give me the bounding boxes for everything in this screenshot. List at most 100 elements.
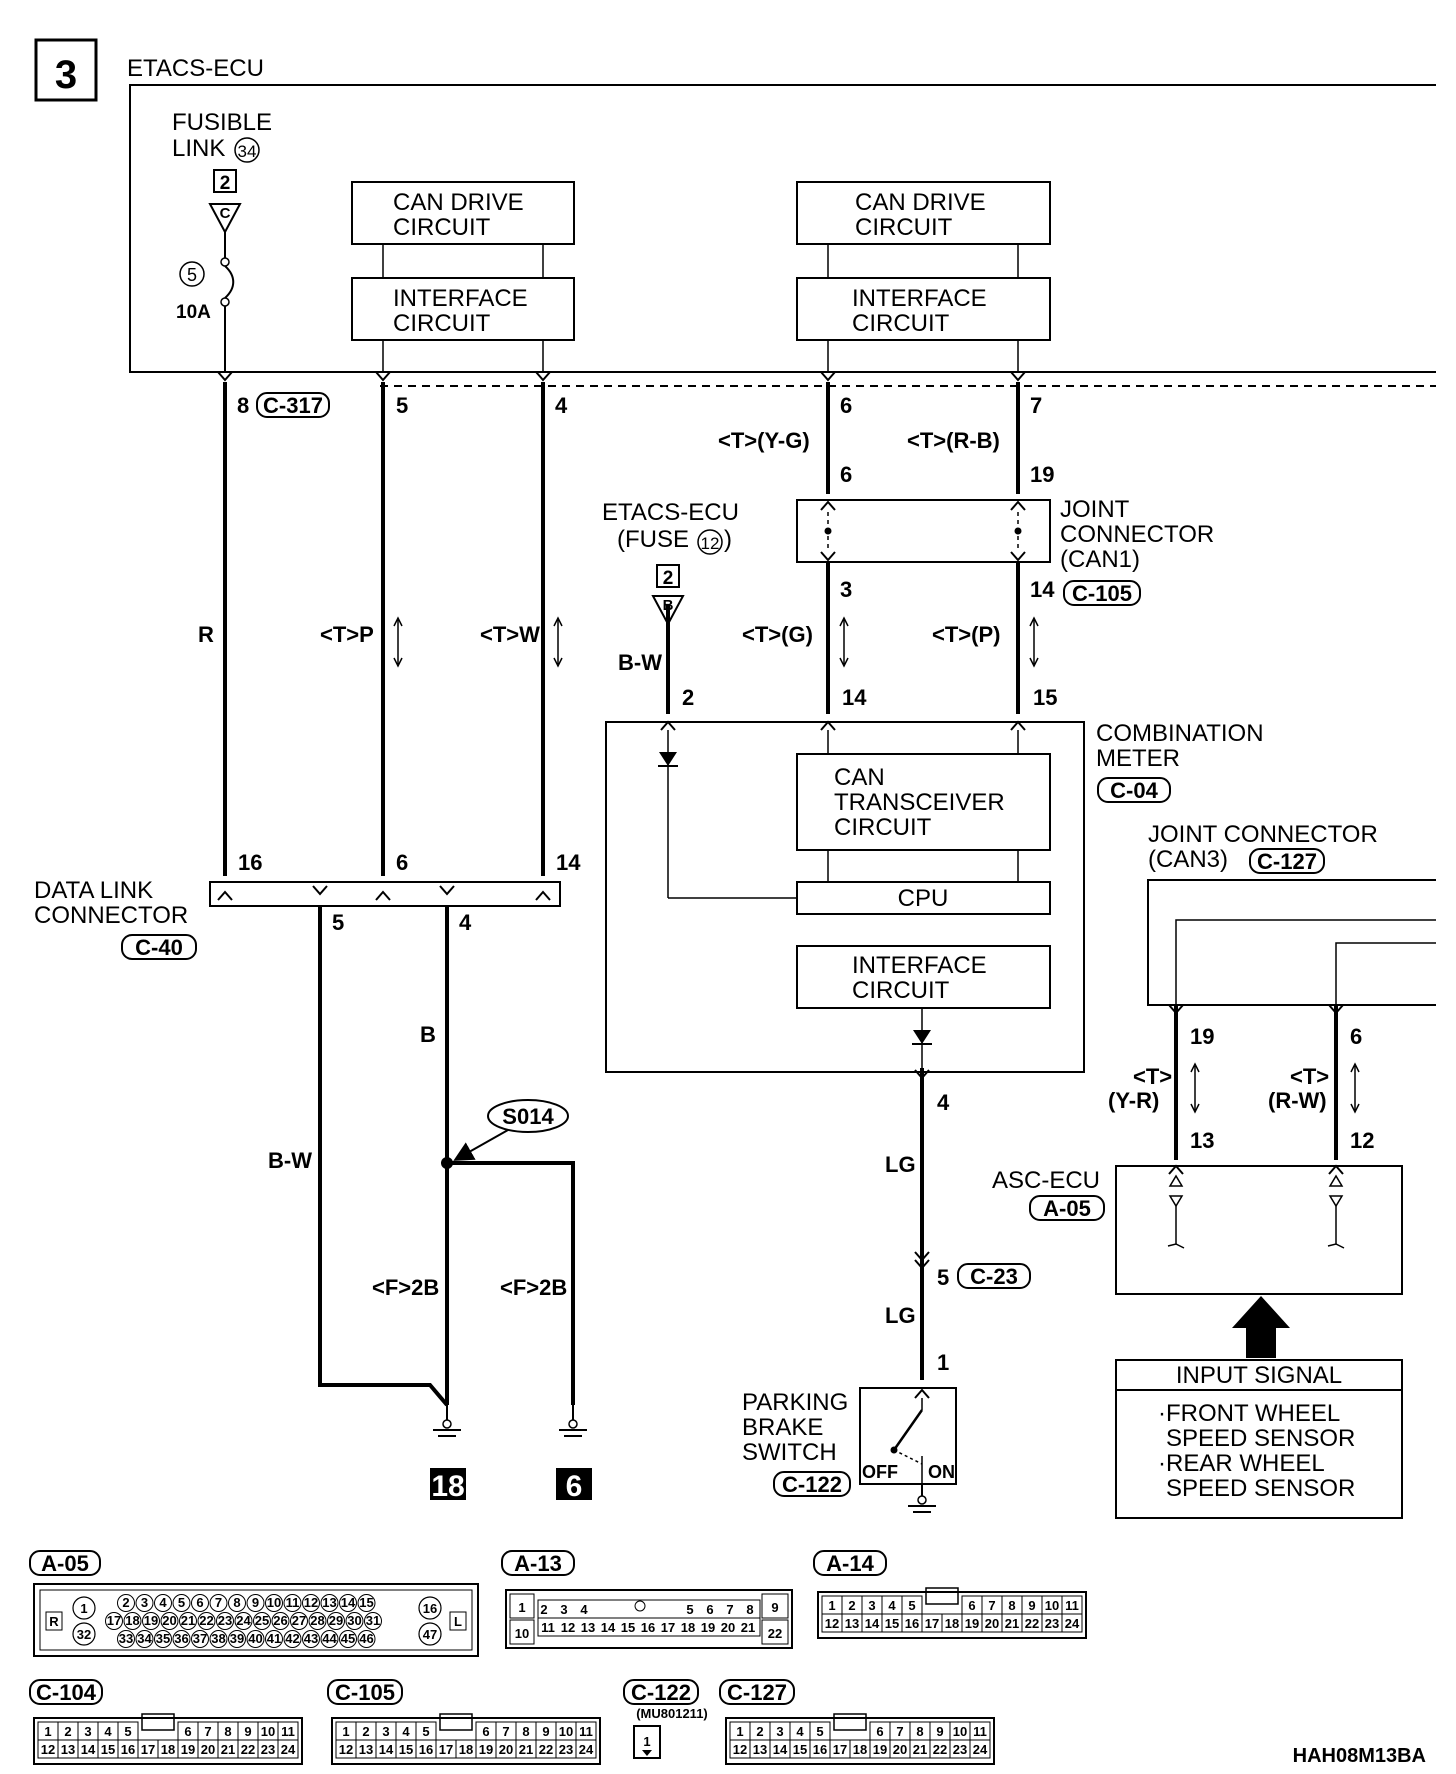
pb-switch-label-2: BRAKE — [742, 1414, 823, 1441]
etacs-pin-7: 7 — [1030, 393, 1042, 418]
wire-color-f2b-1: <F>2B — [372, 1275, 439, 1300]
c127-connector-face-cell: 3 — [776, 1724, 783, 1739]
a13-pin: 4 — [580, 1602, 588, 1617]
transceiver-label-2: TRANSCEIVER — [834, 789, 1005, 816]
a05-pin: 5 — [178, 1595, 185, 1610]
c105-connector-face-cell: 8 — [522, 1724, 529, 1739]
c104-connector-face-cell: 11 — [281, 1724, 295, 1739]
c127-connector-face-cell: 12 — [733, 1742, 747, 1757]
c104-connector-face-cell: 2 — [64, 1724, 71, 1739]
input-signal-line-3: ·REAR WHEEL — [1158, 1450, 1325, 1477]
a05-code: A-05 — [41, 1551, 89, 1576]
etacs-fuse-number: 12 — [701, 534, 720, 553]
a05-pin: 6 — [196, 1595, 203, 1610]
wire-color-yr: (Y-R) — [1108, 1088, 1159, 1113]
a13-pin: 18 — [681, 1620, 695, 1635]
a05-pin: 7 — [215, 1595, 222, 1610]
wire-color-bw-upper: B-W — [618, 650, 662, 675]
c104-connector-face-cell: 6 — [184, 1724, 191, 1739]
a13-pin: 13 — [581, 1620, 595, 1635]
c105-connector-face-cell: 19 — [479, 1742, 493, 1757]
a05-pin: 23 — [218, 1613, 232, 1628]
a13-pin: 14 — [601, 1620, 616, 1635]
c104-connector-face-cell: 15 — [101, 1742, 115, 1757]
c104-connector-face-cell: 20 — [201, 1742, 215, 1757]
wire-color-t-1: <T> — [1133, 1064, 1172, 1089]
c104-connector-face-cell: 16 — [121, 1742, 135, 1757]
a05-pin: 10 — [267, 1595, 281, 1610]
dlc-pin-5: 5 — [332, 910, 344, 935]
wires — [223, 382, 1338, 1407]
splice-label: S014 — [502, 1104, 554, 1129]
wire-color-t-2: <T> — [1290, 1064, 1329, 1089]
meter-pin-15: 15 — [1033, 685, 1057, 710]
c127-connector-face-cell: 1 — [736, 1724, 743, 1739]
c127-connector-face-cell: 18 — [853, 1742, 867, 1757]
c105-connector-face-cell: 6 — [482, 1724, 489, 1739]
c127-connector-face-cell: 17 — [833, 1742, 847, 1757]
pb-switch-connector-code: C-122 — [782, 1472, 842, 1497]
c104-connector-face-cell: 5 — [124, 1724, 131, 1739]
pb-switch-on: ON — [928, 1462, 955, 1482]
c127-connector-face-cell: 15 — [793, 1742, 807, 1757]
input-signal: INPUT SIGNAL ·FRONT WHEEL SPEED SENSOR ·… — [1115, 1296, 1403, 1519]
fusible-link-label-1: FUSIBLE — [172, 109, 272, 136]
joint-connector-can1: 6 19 JOINT CONNECTOR (CAN1) 3 14 C-105 — [796, 462, 1214, 606]
a13-pin: 22 — [768, 1626, 782, 1641]
c23-connector-code: C-23 — [970, 1264, 1018, 1289]
wire-color-rw: (R-W) — [1268, 1088, 1327, 1113]
pb-switch-off: OFF — [862, 1462, 898, 1482]
c122-pin: 1 — [643, 1734, 650, 1749]
wire-color-tpp: <T>(P) — [932, 622, 1000, 647]
c105-connector-face-cell: 21 — [519, 1742, 533, 1757]
c104-connector-face-cell: 22 — [241, 1742, 255, 1757]
jc1-connector-code: C-105 — [1072, 581, 1132, 606]
a13-pin: 11 — [541, 1620, 555, 1635]
interface-label-1-right: INTERFACE — [852, 285, 987, 312]
a13-pin: 8 — [746, 1602, 753, 1617]
a14-connector-face-cell: 1 — [828, 1598, 835, 1613]
ground-6-label: 6 — [566, 1470, 583, 1503]
c23-pin-5: 5 — [937, 1265, 949, 1290]
wire-color-lg-1: LG — [885, 1152, 916, 1177]
a13-pin: 19 — [701, 1620, 715, 1635]
etacs-fuse-label: (FUSE — [617, 526, 689, 553]
meter-interface-label-1: INTERFACE — [852, 952, 987, 979]
etacs-fuse-close: ) — [724, 526, 732, 553]
etacs-pins: 8 C-317 5 4 6 7 — [217, 371, 1042, 418]
c104-connector-face-cell: 24 — [281, 1742, 296, 1757]
asc-pin-12: 12 — [1350, 1128, 1374, 1153]
a05-pin: 16 — [423, 1601, 437, 1616]
c105-connector-face-cell: 11 — [579, 1724, 593, 1739]
etacs-fuse-title: ETACS-ECU — [602, 499, 739, 526]
fuse-number: 5 — [187, 265, 197, 285]
a05-pin: 17 — [107, 1613, 121, 1628]
a05-pin: 4 — [159, 1595, 167, 1610]
a05-pin: 35 — [156, 1631, 170, 1646]
a14-code: A-14 — [826, 1551, 874, 1576]
wire-labels: R <T>P <T>W <T>(Y-G) <T>(R-B) <T>(G) <T>… — [198, 428, 1360, 1328]
a05-pin: 39 — [230, 1631, 244, 1646]
c127-connector-face-cell: 16 — [813, 1742, 827, 1757]
transceiver-label-1: CAN — [834, 764, 885, 791]
a05-l: L — [454, 1614, 462, 1629]
a05-pin: 21 — [181, 1613, 195, 1628]
jc1-pin-19-in: 19 — [1030, 462, 1054, 487]
wire-color-tp: <T>P — [320, 622, 374, 647]
c105-connector-face-cell: 10 — [559, 1724, 573, 1739]
input-signal-title: INPUT SIGNAL — [1176, 1362, 1342, 1389]
a14-connector-face-cell: 10 — [1045, 1598, 1059, 1613]
a05-pin: 18 — [125, 1613, 139, 1628]
a13-pin: 17 — [661, 1620, 675, 1635]
a05-pin: 27 — [292, 1613, 306, 1628]
jc1-pin-14: 14 — [1030, 577, 1055, 602]
a14-connector-face-cell: 11 — [1065, 1598, 1079, 1613]
c104-connector-face-cell: 23 — [261, 1742, 275, 1757]
c105-connector-face-cell: 18 — [459, 1742, 473, 1757]
a05-pin: 25 — [255, 1613, 269, 1628]
a05-pin: 40 — [248, 1631, 262, 1646]
dlc-connector-code: C-40 — [135, 935, 183, 960]
a05-pin: 37 — [193, 1631, 207, 1646]
a14-connector-face-cell: 23 — [1045, 1616, 1059, 1631]
